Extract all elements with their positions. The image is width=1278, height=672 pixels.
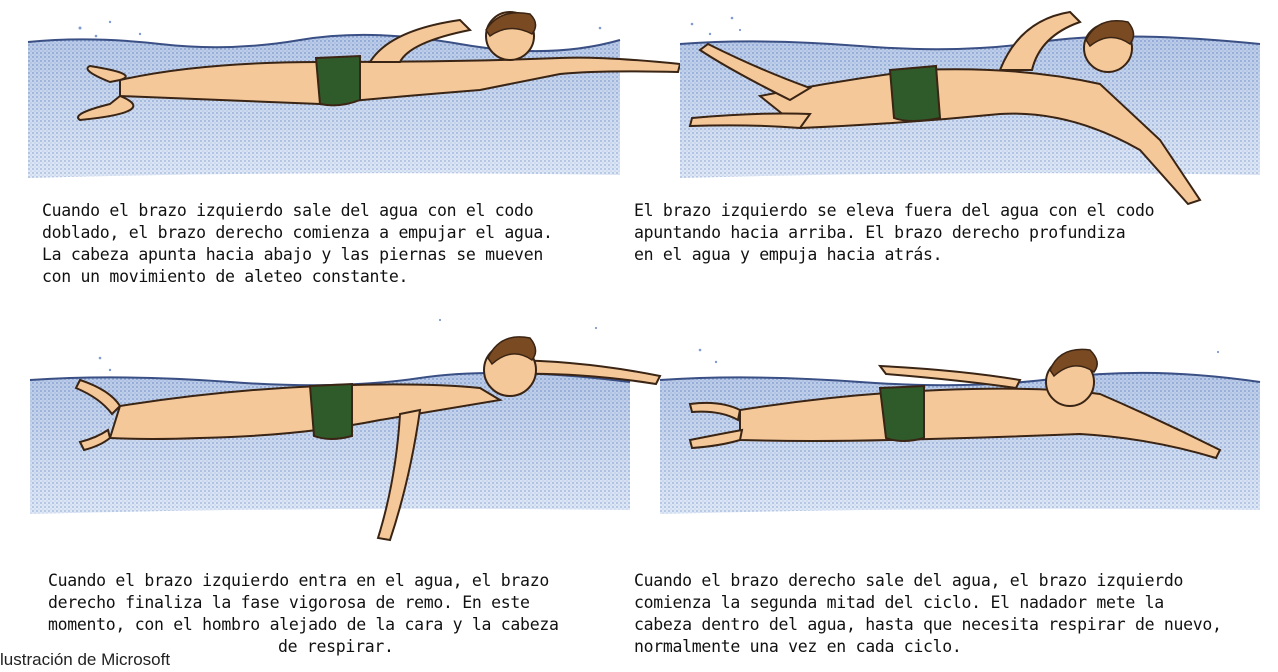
swimmer [77,11,682,122]
caption-line: cabeza dentro del agua, hasta que necesi… [634,615,1222,634]
swimmer-illustration-2 [679,10,1261,206]
swimmer [688,357,1222,460]
caption-line: de respirar. [278,637,394,656]
swimmer-illustration-4 [659,348,1261,514]
caption-line: Cuando el brazo derecho sale del agua, e… [634,571,1184,590]
panel-3: Cuando el brazo izquierdo entra en el ag… [0,310,662,672]
panel-2: El brazo izquierdo se eleva fuera del ag… [634,0,1278,300]
caption-4: Cuando el brazo derecho sale del agua, e… [634,570,1222,658]
caption-line: comienza la segunda mitad del ciclo. El … [634,593,1164,612]
caption-line: Cuando el brazo izquierdo entra en el ag… [48,571,549,590]
swimsuit [888,64,942,122]
caption-line: El brazo izquierdo se eleva fuera del ag… [634,201,1155,220]
caption-line: La cabeza apunta hacia abajo y las piern… [42,245,543,264]
swimsuit [878,384,925,442]
hair [485,12,537,38]
swimmer-illustration-1 [27,11,682,178]
panel-1: Cuando el brazo izquierdo sale del agua … [0,0,682,300]
hair [1049,348,1098,378]
caption-line: en el agua y empuja hacia atrás. [634,245,943,264]
caption-line: normalmente una vez en cada ciclo. [634,637,962,656]
caption-3: Cuando el brazo izquierdo entra en el ag… [48,570,559,658]
image-credit: lustración de Microsoft [0,648,179,672]
caption-line: momento, con el hombro alejado de la car… [48,615,559,634]
swimmer [74,343,662,542]
caption-line: doblado, el brazo derecho comienza a emp… [42,223,553,242]
caption-1: Cuando el brazo izquierdo sale del agua … [42,200,553,288]
swimmer-illustration-3 [29,318,662,542]
swimsuit [308,382,353,440]
panel-4: Cuando el brazo derecho sale del agua, e… [634,310,1278,672]
swimsuit [314,54,361,107]
caption-2: El brazo izquierdo se eleva fuera del ag… [634,200,1155,266]
caption-line: apuntando hacia arriba. El brazo derecho… [634,223,1126,242]
caption-line: derecho finaliza la fase vigorosa de rem… [48,593,530,612]
caption-line: con un movimiento de aleteo constante. [42,267,409,286]
hair [487,336,537,366]
caption-line: Cuando el brazo izquierdo sale del agua … [42,201,534,220]
hair [1085,20,1135,48]
